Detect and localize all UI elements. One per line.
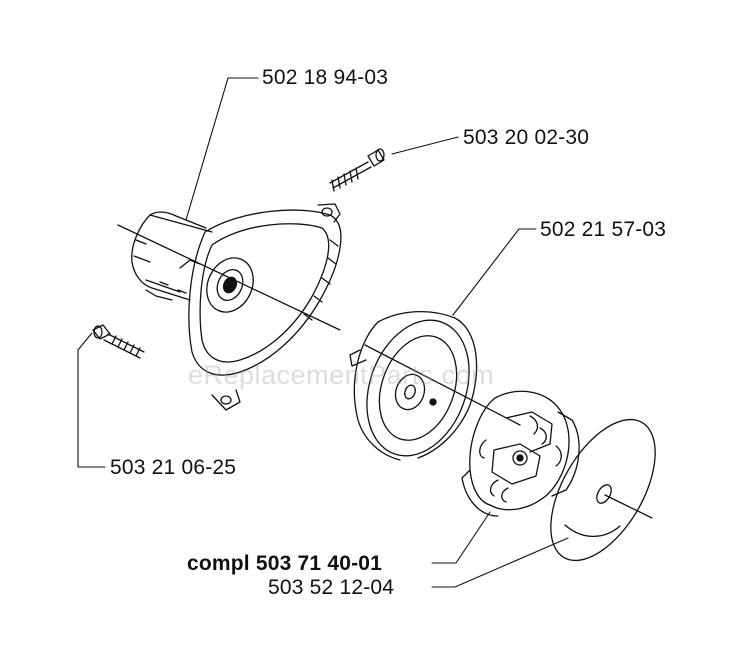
screw-top-part: [329, 148, 385, 192]
part-label-screw-top: 503 20 02-30: [463, 126, 590, 149]
clutch-assembly-part: [461, 390, 580, 517]
watermark-text: eReplacementParts.com: [188, 360, 495, 390]
part-label-clutch-assembly: compl 503 71 40-01: [187, 552, 383, 575]
washer-part: [550, 418, 656, 562]
housing-part: [131, 203, 342, 411]
part-label-clutch-drum: 502 21 57-03: [540, 218, 667, 241]
clutch-drum-part: [349, 310, 478, 461]
screw-left-part: [92, 324, 145, 359]
part-label-housing: 502 18 94-03: [262, 66, 389, 89]
leader-lines: [77, 77, 569, 588]
part-label-washer: 503 52 12-04: [268, 576, 395, 599]
part-label-screw-left: 503 21 06-25: [110, 456, 237, 479]
